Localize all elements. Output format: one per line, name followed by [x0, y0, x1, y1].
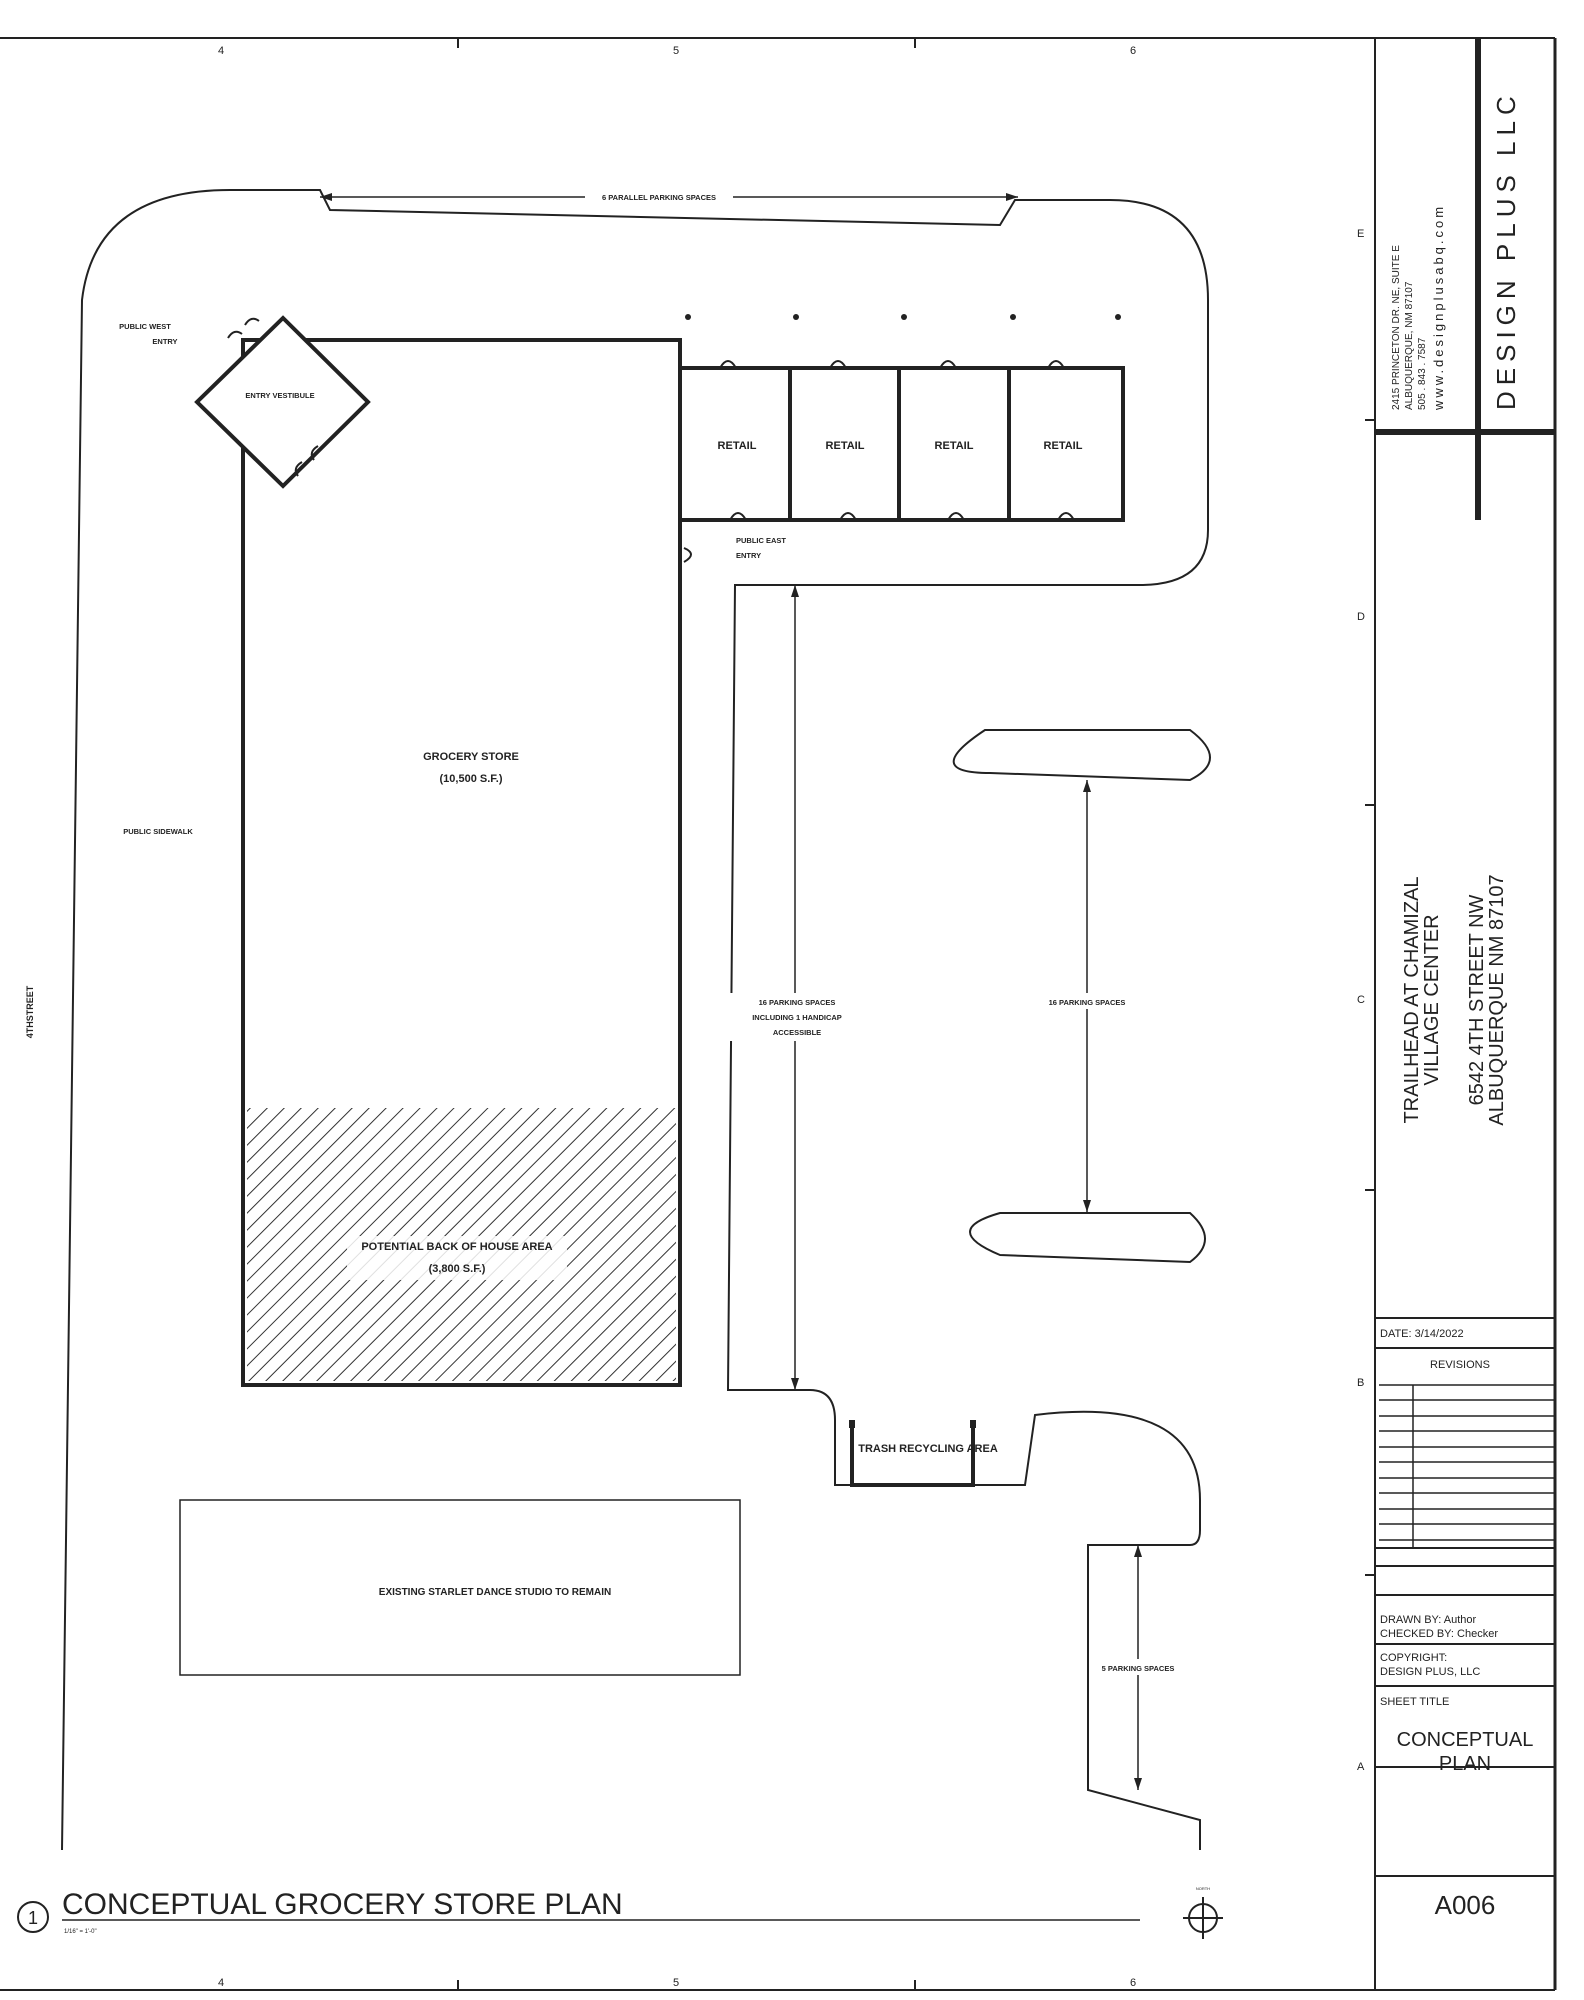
landscape-island-bottom: [969, 1212, 1206, 1264]
parallel-parking-label: 6 PARALLEL PARKING SPACES: [602, 193, 716, 202]
sheet-title-line-2: PLAN: [1439, 1753, 1491, 1775]
public-sidewalk-label: PUBLIC SIDEWALK: [123, 827, 193, 836]
parallel-parking-dimension: 6 PARALLEL PARKING SPACES: [320, 190, 1018, 204]
revisions-header: REVISIONS: [1430, 1359, 1490, 1371]
site-curb-outline: [61, 189, 1209, 1851]
parking-dimension-left: [730, 585, 864, 1390]
checked-by-field: CHECKED BY: Checker: [1380, 1628, 1498, 1640]
sheet-border: [0, 37, 1557, 1991]
back-of-house-label: POTENTIAL BACK OF HOUSE AREA: [361, 1241, 552, 1253]
grid-label-bottom-4: 4: [218, 1977, 224, 1989]
grid-label-top-4: 4: [218, 45, 224, 57]
retail-label-4: RETAIL: [1044, 440, 1083, 452]
parking-bottom-label: 5 PARKING SPACES: [1102, 1664, 1175, 1673]
copyright-holder: DESIGN PLUS, LLC: [1380, 1666, 1480, 1678]
grid-label-top-6: 6: [1130, 45, 1136, 57]
grid-label-top-5: 5: [673, 45, 679, 57]
entry-vestibule-label: ENTRY VESTIBULE: [245, 391, 314, 400]
date-field: DATE: 3/14/2022: [1380, 1328, 1464, 1340]
parking-dimension-bottom: [1090, 1545, 1186, 1790]
retail-label-3: RETAIL: [935, 440, 974, 452]
detail-bubble: [17, 1901, 49, 1933]
grid-labels: 4 5 6 4 5 6 E D C B A: [218, 45, 1365, 1989]
street-label: 4THSTREET: [25, 985, 35, 1038]
firm-name: DESIGN PLUS LLC: [1491, 90, 1521, 410]
sheet-title-line-1: CONCEPTUAL: [1397, 1729, 1534, 1751]
north-label: NORTH: [1196, 1886, 1210, 1891]
plan-labels: PUBLIC WEST ENTRY ENTRY VESTIBULE RETAIL…: [25, 322, 1174, 1673]
public-east-entry-label-1: PUBLIC EAST: [736, 536, 786, 545]
parking-stripe-dots: [685, 314, 1121, 320]
detail-number: 1: [28, 1908, 38, 1928]
north-arrow-icon: NORTH: [1183, 1886, 1223, 1939]
drawing-scale: 1/16" = 1'-0": [64, 1929, 97, 1935]
grid-label-side-b: B: [1357, 1377, 1364, 1389]
public-west-entry-label-2: ENTRY: [152, 337, 177, 346]
grocery-store-label: GROCERY STORE: [423, 751, 519, 763]
project-name-line-2: VILLAGE CENTER: [1421, 914, 1443, 1085]
grid-label-bottom-6: 6: [1130, 1977, 1136, 1989]
copyright-label: COPYRIGHT:: [1380, 1652, 1447, 1664]
grid-label-side-e: E: [1357, 228, 1364, 240]
parking-left-label-1: 16 PARKING SPACES: [759, 998, 836, 1007]
grocery-store-building: [241, 338, 682, 1387]
grid-label-bottom-5: 5: [673, 1977, 679, 1989]
parking-left-label-2: INCLUDING 1 HANDICAP: [752, 1013, 842, 1022]
parking-left-label-3: ACCESSIBLE: [773, 1028, 821, 1037]
grid-label-side-a: A: [1357, 1761, 1365, 1773]
public-east-entry-label-2: ENTRY: [736, 551, 761, 560]
entry-vestibule: [194, 315, 371, 489]
project-address-line-1: 6542 4TH STREET NW: [1466, 894, 1488, 1105]
retail-label-2: RETAIL: [826, 440, 865, 452]
firm-address-line-2: ALBUQUERQUE, NM 87107: [1404, 281, 1415, 410]
back-of-house-area-label: (3,800 S.F.): [429, 1263, 486, 1275]
drawing-title-block: 1 CONCEPTUAL GROCERY STORE PLAN 1/16" = …: [17, 1888, 1140, 1935]
grocery-store-area-label: (10,500 S.F.): [440, 773, 503, 785]
sheet-number: A006: [1435, 1890, 1496, 1920]
firm-phone: 505 . 843 . 7587: [1417, 337, 1428, 410]
firm-address-line-1: 2415 PRINCETON DR. NE, SUITE E: [1391, 245, 1402, 410]
trash-enclosure: [849, 1420, 976, 1487]
drawn-by-field: DRAWN BY: Author: [1380, 1614, 1477, 1626]
trash-recycling-label: TRASH RECYCLING AREA: [858, 1443, 998, 1455]
retail-label-1: RETAIL: [718, 440, 757, 452]
parking-right-label: 16 PARKING SPACES: [1049, 998, 1126, 1007]
grid-label-side-c: C: [1357, 994, 1365, 1006]
parking-dimension-right: [1035, 780, 1139, 1212]
grid-label-side-d: D: [1357, 611, 1365, 623]
project-name-line-1: TRAILHEAD AT CHAMIZAL: [1401, 876, 1423, 1123]
dance-studio-outline: [179, 1499, 741, 1676]
landscape-island-top: [952, 729, 1211, 782]
public-west-entry-label-1: PUBLIC WEST: [119, 322, 171, 331]
drawing-title: CONCEPTUAL GROCERY STORE PLAN: [62, 1888, 623, 1921]
title-block: 2415 PRINCETON DR. NE, SUITE E ALBUQUERQ…: [1375, 38, 1555, 1920]
sheet-title-label: SHEET TITLE: [1380, 1696, 1449, 1708]
firm-website: www.designplusabq.com: [1431, 204, 1446, 411]
dance-studio-label: EXISTING STARLET DANCE STUDIO TO REMAIN: [379, 1587, 611, 1598]
project-address-line-2: ALBUQUERQUE NM 87107: [1486, 874, 1508, 1125]
retail-block: [678, 360, 1125, 563]
